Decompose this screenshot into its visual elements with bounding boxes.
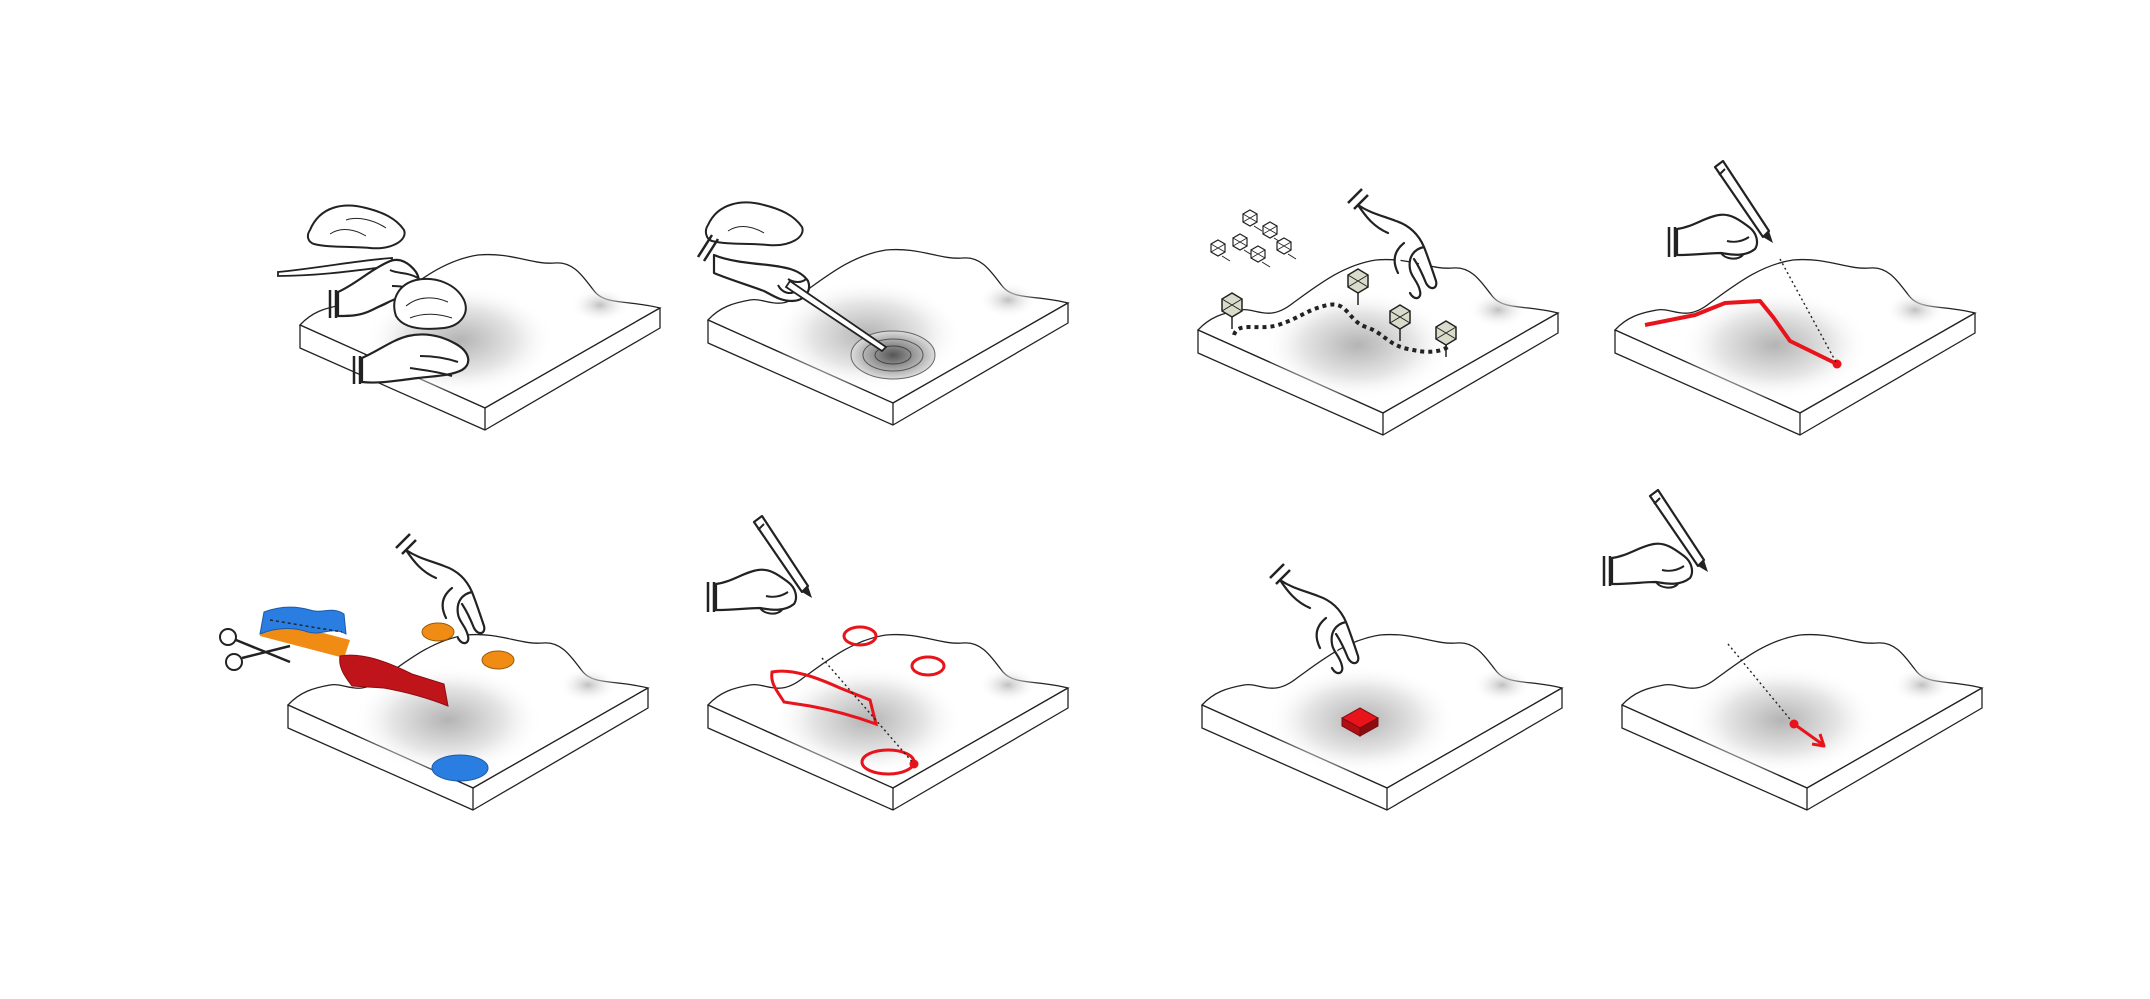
panel-draw-outlines [706,514,1069,811]
red-outline-shape [770,669,879,727]
panel-point-direction [1602,488,1983,811]
red-paper-shape [339,654,449,707]
block-icon [1340,707,1380,737]
dotted-path [1232,302,1449,354]
pointer-dotted-line [821,657,915,765]
carving-knife-icon [784,279,888,353]
clay-lump-icon [393,278,467,330]
panel-place-block [1201,562,1563,811]
panel-draw-line [1614,159,1976,436]
blue-paper-dot [431,754,489,782]
pointer-dotted-line [1727,643,1795,725]
panel-trees-path [1197,187,1559,436]
panel-carve [696,201,1069,426]
hand-icon [706,514,814,615]
panel-shape-clay [277,204,661,431]
hand-icon [1667,159,1775,260]
tree-icon [1210,209,1297,268]
hand-icon [1602,488,1710,589]
orange-paper-dot [481,650,515,670]
clay-lump-icon [306,204,406,250]
panel-paper-shapes [219,532,649,811]
paper-sheet-icon [259,606,350,658]
arrow-icon [1793,722,1826,748]
hand-icon [352,333,470,384]
red-outline-circle [842,625,878,647]
orange-paper-dot [421,622,455,642]
drawn-red-line [1644,299,1836,365]
scissors-icon [219,628,291,671]
clay-lump-icon [704,201,804,247]
red-outline-circle [910,655,946,677]
